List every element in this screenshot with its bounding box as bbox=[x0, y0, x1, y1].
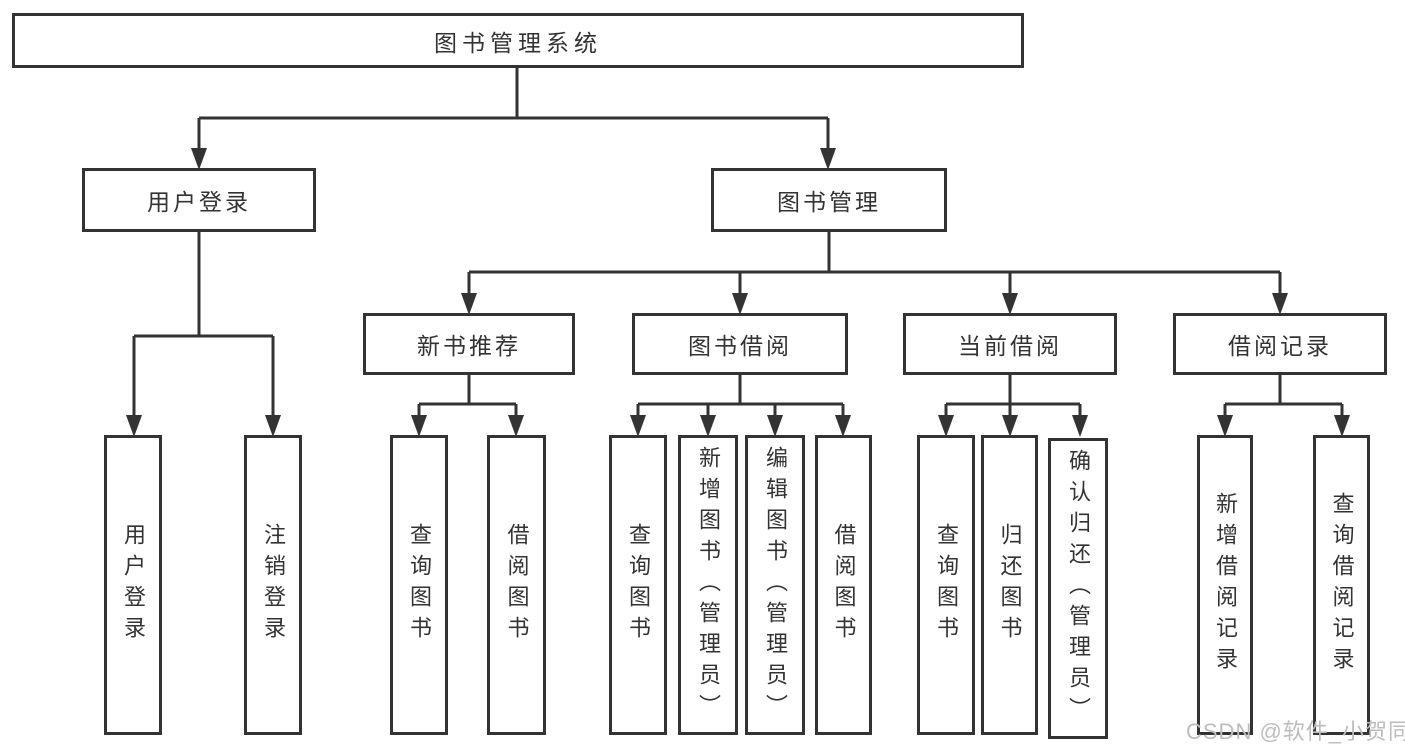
node-label: 图书管理 bbox=[777, 189, 881, 215]
node-label: 新增图书（管理员） bbox=[696, 445, 721, 725]
node-label: 注销登录 bbox=[261, 523, 286, 647]
leaf-borrow-books: 借阅图书 bbox=[815, 435, 872, 735]
node-library-management-system: 图书管理系统 bbox=[12, 13, 1024, 68]
leaf-confirm-return-admin: 确认归还（管理员） bbox=[1048, 438, 1108, 739]
node-label: 借阅图书 bbox=[504, 523, 530, 647]
node-label: 归还图书 bbox=[997, 523, 1023, 647]
leaf-query-books-borrowing: 查询图书 bbox=[609, 435, 667, 735]
node-label: 借阅记录 bbox=[1228, 333, 1332, 359]
node-book-borrowing: 图书借阅 bbox=[632, 313, 848, 375]
node-book-management: 图书管理 bbox=[711, 168, 947, 232]
arrowheads bbox=[126, 148, 1350, 437]
leaf-edit-books-admin: 编辑图书（管理员） bbox=[745, 435, 805, 735]
node-label: 当前借阅 bbox=[958, 333, 1062, 359]
node-user-login: 用户登录 bbox=[82, 168, 316, 232]
node-label: 新书推荐 bbox=[417, 333, 521, 359]
node-label: 查询图书 bbox=[626, 523, 651, 647]
node-label: 图书管理系统 bbox=[434, 29, 602, 56]
leaf-query-books-current: 查询图书 bbox=[917, 435, 975, 735]
leaf-add-borrow-record: 新增借阅记录 bbox=[1197, 435, 1253, 735]
leaf-logout: 注销登录 bbox=[244, 435, 302, 735]
leaf-borrow-books-recommend: 借阅图书 bbox=[487, 435, 546, 735]
leaf-query-borrow-record: 查询借阅记录 bbox=[1313, 435, 1370, 735]
node-label: 查询图书 bbox=[934, 523, 959, 647]
node-current-borrowing: 当前借阅 bbox=[903, 313, 1117, 375]
node-label: 编辑图书（管理员） bbox=[763, 445, 788, 725]
leaf-query-books-recommend: 查询图书 bbox=[390, 435, 448, 735]
node-label: 查询借阅记录 bbox=[1329, 492, 1355, 678]
node-label: 借阅图书 bbox=[831, 523, 857, 647]
node-label: 图书借阅 bbox=[688, 333, 792, 359]
node-label: 查询图书 bbox=[407, 523, 432, 647]
leaf-add-books-admin: 新增图书（管理员） bbox=[678, 435, 738, 735]
leaf-return-books: 归还图书 bbox=[981, 435, 1038, 735]
node-label: 新增借阅记录 bbox=[1213, 492, 1238, 678]
leaf-user-login: 用户登录 bbox=[104, 435, 162, 735]
node-label: 确认归还（管理员） bbox=[1066, 449, 1091, 728]
node-new-book-recommendation: 新书推荐 bbox=[363, 313, 575, 375]
node-label: 用户登录 bbox=[147, 189, 251, 215]
node-label: 用户登录 bbox=[121, 523, 146, 647]
csdn-watermark: CSDN @软件_小贺同学 bbox=[1186, 719, 1405, 744]
node-borrowing-records: 借阅记录 bbox=[1173, 313, 1387, 375]
